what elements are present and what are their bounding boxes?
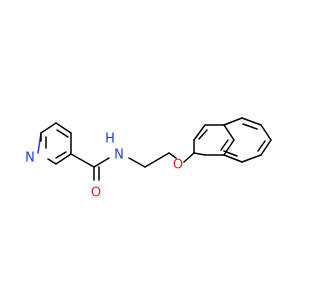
amide-group xyxy=(70,153,110,181)
molecule-structure: N O H N O xyxy=(25,117,272,201)
bond xyxy=(223,117,243,126)
bond xyxy=(183,152,195,163)
bond xyxy=(223,154,243,163)
amide-hydrogen-label: H xyxy=(105,132,115,147)
bond xyxy=(193,152,206,156)
ethylene-linker xyxy=(128,152,195,168)
pyridine-ring xyxy=(37,122,72,165)
bond xyxy=(40,122,57,134)
bond xyxy=(223,139,235,156)
bond xyxy=(55,151,67,159)
bond xyxy=(70,153,95,168)
naphthalene-ring xyxy=(193,117,272,163)
bond xyxy=(168,152,177,159)
bond xyxy=(260,139,272,156)
bond xyxy=(193,124,206,141)
bond xyxy=(257,140,266,152)
bond xyxy=(93,157,110,168)
ether-oxygen-label: O xyxy=(173,158,183,173)
bond xyxy=(198,129,208,140)
bond xyxy=(223,124,235,141)
carbonyl-oxygen-label: O xyxy=(91,186,101,201)
bond xyxy=(55,153,72,165)
bond xyxy=(241,154,262,163)
bond xyxy=(242,123,258,130)
bond xyxy=(241,117,262,126)
bond xyxy=(144,152,170,168)
bond xyxy=(56,129,69,138)
bond xyxy=(55,122,72,134)
amide-nitrogen-label: N xyxy=(114,148,124,163)
bond xyxy=(47,158,57,165)
bond xyxy=(220,139,229,151)
bond xyxy=(128,157,146,168)
bond xyxy=(223,150,238,157)
bond xyxy=(260,124,272,141)
pyridine-nitrogen-label: N xyxy=(25,151,35,166)
atom-labels: N O H N O xyxy=(25,132,183,201)
